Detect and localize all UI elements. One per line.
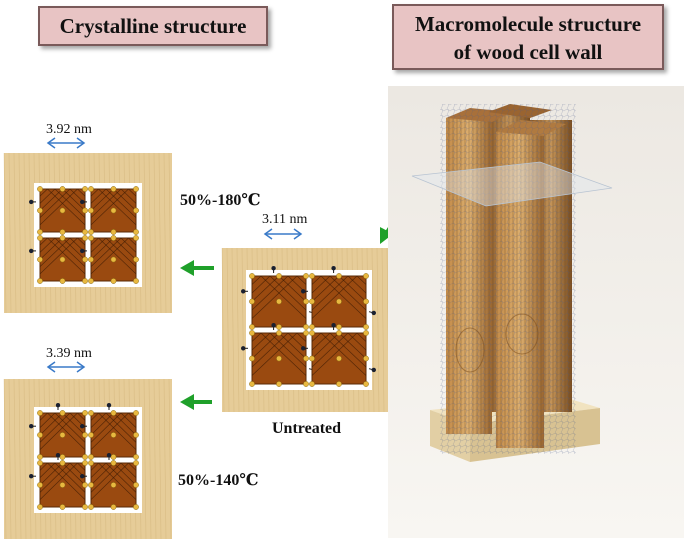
condition-label-180: 50%-180℃	[180, 192, 261, 209]
macromolecule-title-line-1: Macromolecule structure	[414, 12, 642, 36]
crystal-panel-140	[3, 378, 172, 540]
crystal-lattice-180	[3, 152, 172, 314]
arrow-to-140-icon	[180, 394, 212, 410]
dimension-label-top: 3.92 nm	[46, 122, 92, 137]
dimension-label-center: 3.11 nm	[262, 212, 308, 227]
condition-label-untreated: Untreated	[272, 420, 342, 437]
crystal-panel-untreated	[221, 247, 396, 413]
crystal-lattice-untreated	[221, 247, 396, 413]
crystalline-structure-title: Crystalline structure	[38, 6, 268, 46]
arrow-to-180-icon	[180, 260, 214, 276]
macromolecule-title-line-2: of wood cell wall	[453, 40, 603, 64]
macromolecule-structure-title: Macromolecule structure of wood cell wal…	[392, 4, 664, 70]
condition-label-140: 50%-140℃	[178, 472, 259, 489]
dimension-label-bottom: 3.39 nm	[46, 346, 92, 361]
crystal-lattice-140	[3, 378, 172, 540]
crystal-panel-180	[3, 152, 172, 314]
